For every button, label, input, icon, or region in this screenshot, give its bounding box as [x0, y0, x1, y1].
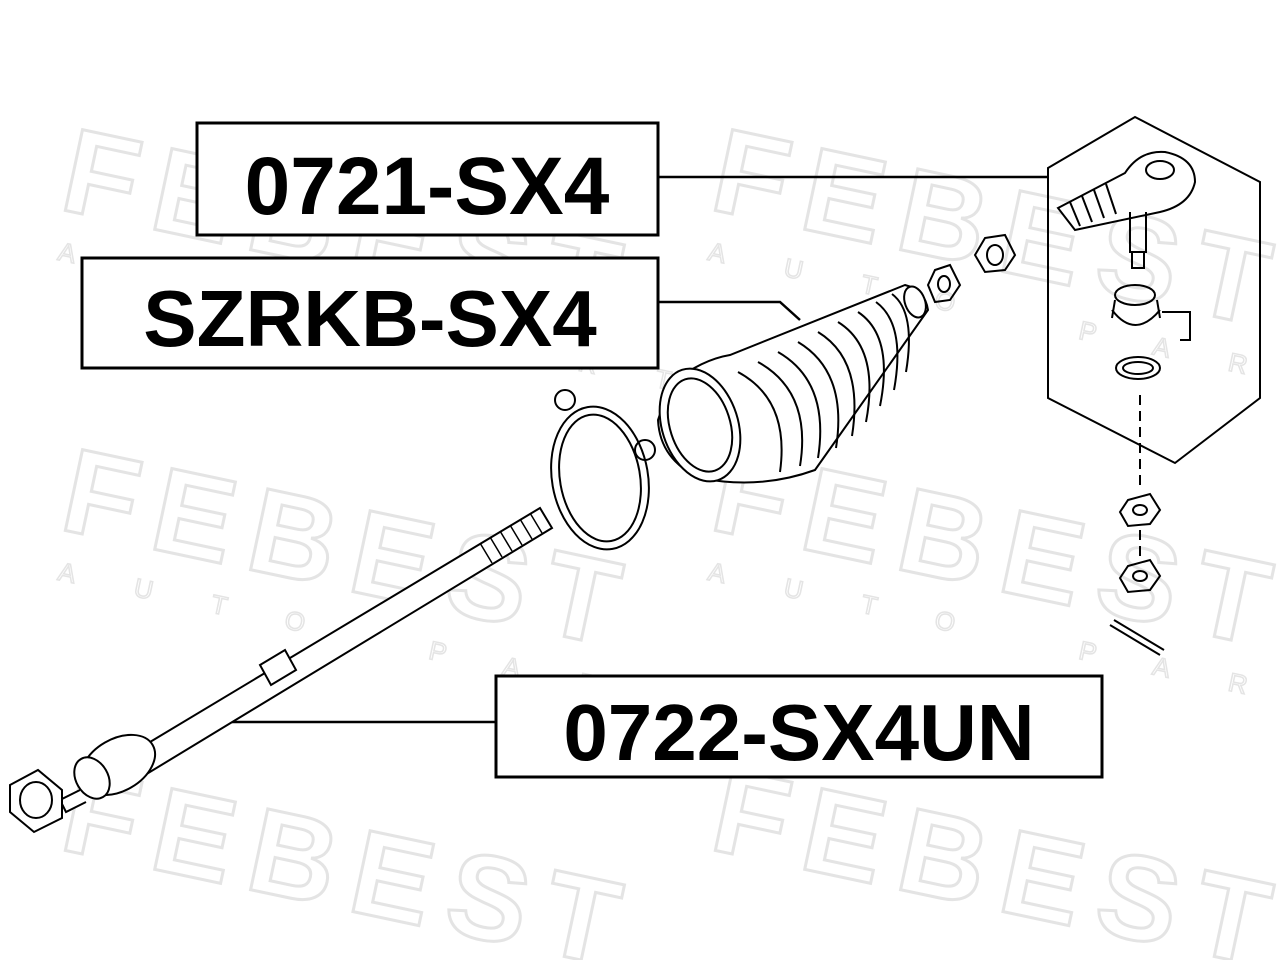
large-boot-clamp — [550, 389, 656, 551]
label-inner-tie-rod: 0722-SX4UN — [494, 674, 1104, 779]
castle-nut — [1118, 558, 1162, 594]
dust-boot — [1111, 284, 1191, 341]
part-number-boot-kit: SZRKB-SX4 — [143, 274, 597, 363]
small-boot-clamp — [926, 233, 1017, 304]
tie-rod-end-assembly — [1047, 115, 1261, 656]
inner-tie-rod — [9, 506, 554, 834]
lock-nut — [9, 768, 63, 834]
leader-lines — [222, 175, 1048, 724]
hex-nut — [1118, 492, 1162, 528]
cotter-pin — [1109, 619, 1165, 656]
label-boot-kit: SZRKB-SX4 — [80, 256, 660, 370]
leader-line-boot — [658, 300, 801, 321]
detail-frame — [1047, 115, 1261, 465]
label-tie-rod-end: 0721-SX4 — [195, 121, 660, 237]
steering-boot — [656, 283, 930, 484]
tie-rod-end-body — [1056, 150, 1197, 269]
part-number-tie-rod-end: 0721-SX4 — [245, 141, 610, 232]
snap-ring — [1115, 356, 1161, 380]
part-number-inner-tie-rod: 0722-SX4UN — [563, 688, 1034, 777]
